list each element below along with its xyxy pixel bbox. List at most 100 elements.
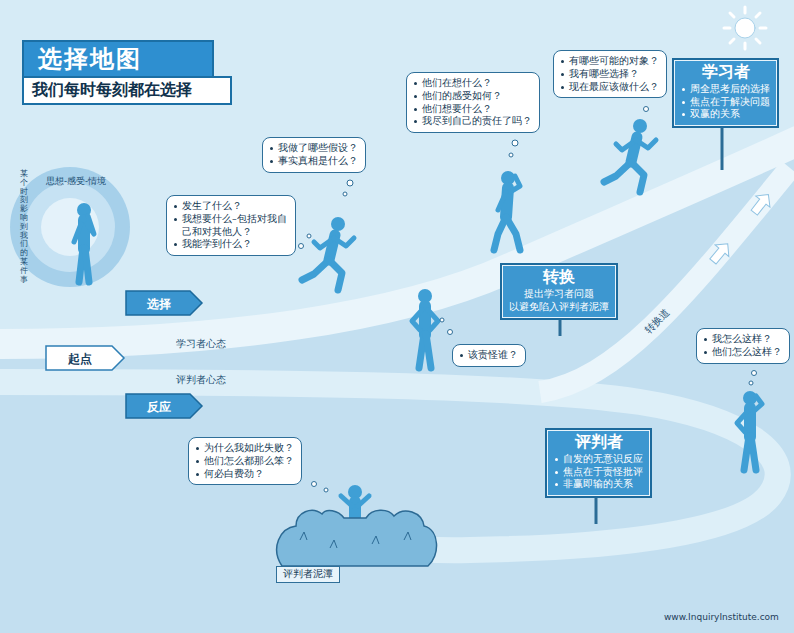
name-tag: 评判者泥潭 (276, 566, 340, 583)
thought-bubble: 该责怪谁？ (452, 344, 526, 367)
figure-arm (428, 310, 438, 330)
sun-ray (744, 43, 747, 49)
bubble-line: 他们想要什么？ (422, 103, 532, 116)
sign-heading: 评判者 (554, 432, 643, 453)
sign-point: 周全思考后的选择 (690, 83, 770, 94)
bullet-dot (561, 60, 564, 63)
running-figure (604, 119, 656, 192)
question-text: 他们想要什么？ (422, 103, 492, 114)
sign-line: 周全思考后的选择 (690, 83, 770, 96)
sign-point: 焦点在于解决问题 (690, 96, 770, 107)
bubble-line: 他们的感受如何？ (422, 90, 532, 103)
question-text: 我有哪些选择？ (569, 68, 639, 79)
standing-figure (412, 289, 438, 368)
upper-ground (0, 0, 794, 336)
question-text: 为什么我如此失败？ (204, 442, 294, 453)
sun-icon (724, 7, 766, 49)
figure-arm (87, 216, 94, 234)
lane-arrow (747, 189, 775, 218)
figure-arm (314, 238, 334, 248)
thought-dot (440, 318, 444, 322)
thinking-walker (494, 171, 520, 250)
figure-arm (341, 496, 352, 506)
question-text: 我能学到什么？ (182, 238, 252, 249)
bullet-dot (414, 120, 417, 123)
thinking-figure (74, 203, 94, 282)
bubble-line: 有哪些可能的对象？ (569, 55, 659, 68)
figure-leg (751, 436, 756, 470)
question-text: 我做了哪些假设？ (278, 142, 358, 153)
sun-ray (730, 13, 734, 17)
bullet-dot (555, 471, 558, 474)
question-text: 现在最应该做什么？ (569, 81, 659, 92)
bubble-line: 他们怎么这样？ (712, 346, 782, 359)
standing-figure (737, 391, 762, 470)
bullet-dot (414, 95, 417, 98)
bullet-dot (414, 82, 417, 85)
sign-point: 自发的无意识反应 (563, 453, 643, 464)
website-url: www.InquiryInstitute.com (664, 612, 779, 623)
figure-leg (85, 248, 89, 282)
thought-dot (749, 381, 753, 385)
figure-leg (631, 162, 644, 192)
running-figure (302, 217, 354, 290)
arrow-label: 反应 (147, 394, 181, 420)
arrow-box: 反应 (125, 393, 203, 419)
bullet-dot (555, 458, 558, 461)
question-text: 他们怎么这样？ (712, 346, 782, 357)
mindset-label: 学习者心态 (176, 338, 226, 350)
thought-bubble: 为什么我如此失败？ 他们怎么都那么笨？ 何必白费劲？ (188, 437, 302, 485)
figure-arm (737, 412, 747, 432)
thought-dots (299, 107, 757, 493)
bullet-dot (704, 351, 707, 354)
figure-arm (753, 396, 762, 412)
thought-dot (448, 330, 453, 335)
bullet-dot (460, 354, 463, 357)
bullet-dot (174, 218, 177, 221)
bubble-line: 我尽到自己的责任了吗？ (422, 115, 532, 128)
sun-ray (760, 27, 766, 30)
circle-caption: 思想-感受-情境 (46, 176, 106, 186)
bubble-line: 他们在想什么？ (422, 77, 532, 90)
sign-line: 双赢的关系 (690, 108, 770, 121)
bubble-line: 我想要什么–包括对我自己和对其他人？ (182, 213, 288, 239)
bullet-dot (174, 243, 177, 246)
question-text: 我尽到自己的责任了吗？ (422, 115, 532, 126)
question-text: 他们怎么都那么笨？ (204, 455, 294, 466)
figure-leg (604, 162, 631, 182)
question-text: 我怎么这样？ (712, 333, 772, 344)
bubble-line: 为什么我如此失败？ (204, 442, 294, 455)
bullet-dot (682, 101, 685, 104)
question-text: 他们在想什么？ (422, 77, 492, 88)
swamp-grass (300, 532, 411, 548)
bubble-line: 现在最应该做什么？ (569, 81, 659, 94)
bubble-line: 何必白费劲？ (204, 468, 294, 481)
learner-road (0, 140, 794, 344)
thought-bubble: 我做了哪些假设？事实真相是什么？ (262, 137, 366, 173)
signpost-board: 转换提出学习者问题 以避免陷入评判者泥潭 (500, 263, 618, 320)
figure-arm (334, 238, 354, 246)
bullet-dot (196, 460, 199, 463)
thought-bubble: 发生了什么？我想要什么–包括对我自己和对其他人？我能学到什么？ (166, 195, 296, 256)
thought-dot (512, 140, 518, 146)
bullet-dot (270, 160, 273, 163)
grass-tuft (330, 540, 337, 548)
thought-dot (312, 482, 317, 487)
thought-dot (347, 180, 353, 186)
question-text: 何必白费劲？ (204, 468, 264, 479)
thought-bubble: 有哪些可能的对象？我有哪些选择？ 现在最应该做什么？ (553, 50, 667, 98)
sun-ray (756, 39, 760, 43)
bubble-line: 我怎么这样？ (712, 333, 782, 346)
thought-bubble: 他们在想什么？ 他们的感受如何？他们想要什么？我尽到自己的责任了吗？ (406, 72, 540, 133)
sign-text: 提出学习者问题 以避免陷入评判者泥潭 (509, 288, 609, 314)
thought-dot (644, 107, 649, 112)
bullet-dot (555, 483, 558, 486)
trigger-circle: 某个时刻影响到我们的某件事思想-感受-情境 (10, 166, 130, 288)
sun-ray (756, 13, 760, 17)
bullet-dot (174, 205, 177, 208)
figure-head (331, 217, 345, 231)
bullet-dot (196, 473, 199, 476)
mindset-label: 评判者心态 (176, 374, 226, 386)
figure-arm (412, 310, 422, 330)
